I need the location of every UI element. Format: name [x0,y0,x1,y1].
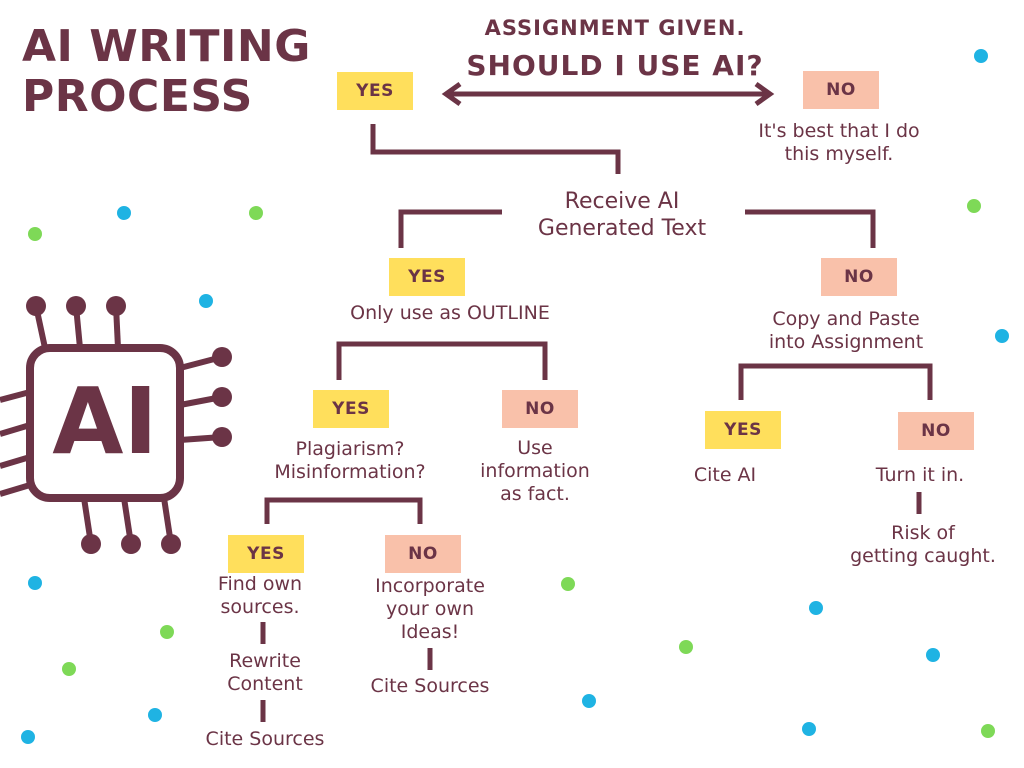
turn-in-no-badge: NO [898,412,974,450]
decorative-dot [582,694,596,708]
decorative-dot [561,577,575,591]
incorporate-cite-text: Cite Sources [370,675,490,697]
decorative-dot [21,730,35,744]
decorative-dot [809,601,823,615]
decorative-dot [974,49,988,63]
use-info-text: Use information as fact. [480,437,590,505]
use-info-no-badge: NO [502,390,578,428]
should-i-use-ai-heading: SHOULD I USE AI? [466,49,764,82]
chip-pin-ends [26,296,232,554]
find-sources-yes-badge: YES [228,535,304,573]
decorative-dot [679,640,693,654]
receive-ai-text: Receive AI Generated Text [537,189,707,241]
copy-paste-no-badge: NO [821,258,897,296]
decorative-dot [62,662,76,676]
cite-ai-yes-badge: YES [705,411,781,449]
decorative-dot [28,227,42,241]
plagiarism-text: Plagiarism? Misinformation? [274,438,426,483]
decorative-dot [117,206,131,220]
decorative-dot [926,648,940,662]
assignment-given-heading: ASSIGNMENT GIVEN. [484,16,746,40]
find-sources-cite-text: Cite Sources [205,728,325,750]
plagiarism-yes-badge: YES [313,390,389,428]
top-yes-badge: YES [337,72,413,110]
decorative-dot [148,708,162,722]
decorative-dot [995,329,1009,343]
copy-paste-text: Copy and Paste into Assignment [768,308,924,353]
decorative-dot [802,722,816,736]
cite-ai-text: Cite AI [693,464,757,486]
risk-text: Risk of getting caught. [850,522,996,567]
page-title: AI WRITING PROCESS [22,22,311,122]
decorative-dot [967,199,981,213]
decorative-dot [160,625,174,639]
decorative-dot [199,294,213,308]
turn-in-text: Turn it in. [875,464,965,486]
decorative-dot [249,206,263,220]
ai-chip-label: AI [52,368,158,475]
outline-yes-badge: YES [389,258,465,296]
decorative-dot [28,576,42,590]
incorporate-text: Incorporate your own Ideas! [375,575,485,643]
do-it-myself-text: It's best that I do this myself. [758,120,920,165]
title-line-1: AI WRITING [22,21,311,72]
find-sources-text: Find own sources. [217,573,303,618]
rewrite-content-text: Rewrite Content [227,650,303,695]
decorative-dot [981,724,995,738]
incorporate-no-badge: NO [385,535,461,573]
title-line-2: PROCESS [22,71,253,122]
outline-text: Only use as OUTLINE [350,302,550,324]
top-no-badge: NO [803,71,879,109]
